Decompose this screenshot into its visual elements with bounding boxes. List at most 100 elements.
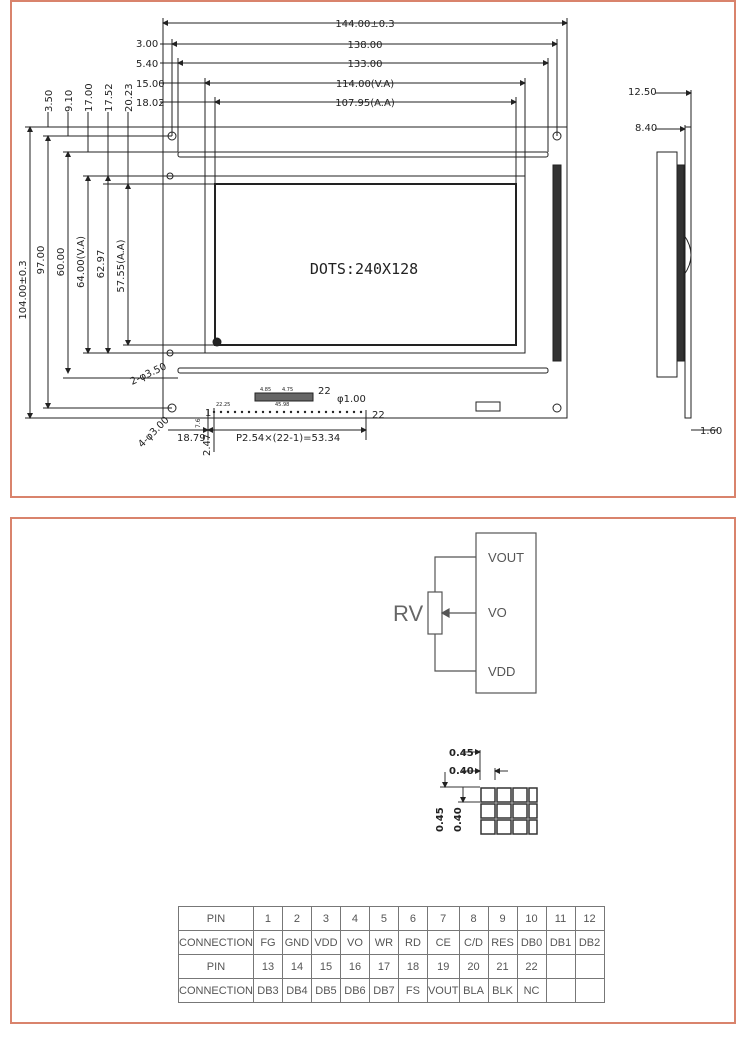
table-cell: 18	[397, 954, 428, 979]
table-cell: DB5	[310, 978, 341, 1003]
active-area	[214, 183, 517, 346]
dim-text: 1	[205, 408, 211, 419]
dim-text: 64.00(V.A)	[76, 236, 87, 288]
table-cell: 15	[310, 954, 341, 979]
dim-text: 12.50	[628, 87, 657, 98]
dim-text: 1.60	[700, 426, 722, 437]
dim-text: 57.55(A.A)	[116, 239, 127, 292]
table-cell: C/D	[458, 930, 489, 955]
table-cell: DB1	[545, 930, 576, 955]
dim-text: 60.00	[56, 248, 67, 277]
dim-text: 22.25	[216, 402, 230, 408]
table-row: PIN 13 14 15 16 17 18 19 20 21 22	[178, 954, 605, 979]
table-cell	[545, 978, 576, 1003]
table-cell: RD	[397, 930, 428, 955]
dim-text: 133.00	[348, 59, 383, 70]
dim-text: 2-φ3.50	[129, 361, 169, 387]
dim-text: 138.00	[348, 40, 383, 51]
table-cell: DB2	[574, 930, 605, 955]
table-cell: CONNECTION	[178, 978, 254, 1003]
side-profile	[656, 151, 678, 378]
dim-text: 8.40	[635, 123, 657, 134]
dim-text: 4.85	[260, 387, 271, 393]
component	[475, 401, 501, 412]
pin-label-vdd: VDD	[488, 664, 515, 679]
contrast-circuit	[427, 532, 537, 694]
table-cell: DB3	[252, 978, 283, 1003]
table-cell: 3	[310, 906, 341, 931]
table-cell: WR	[368, 930, 399, 955]
table-row: CONNECTION DB3 DB4 DB5 DB6 DB7 FS VOUT B…	[178, 978, 605, 1003]
table-cell: 16	[339, 954, 370, 979]
table-row: CONNECTION FG GND VDD VO WR RD CE C/D RE…	[178, 930, 605, 955]
table-cell: FS	[397, 978, 428, 1003]
pin-assignment-table: PIN 1 2 3 4 5 6 7 8 9 10 11 12 CONNECTIO…	[178, 906, 605, 1003]
table-cell: 8	[458, 906, 489, 931]
dim-text: 62.97	[96, 250, 107, 279]
table-cell	[574, 978, 605, 1003]
dim-text: 18.02	[136, 98, 165, 109]
table-cell: 7	[426, 906, 460, 931]
table-cell: 9	[487, 906, 518, 931]
module-outline	[162, 126, 568, 419]
led-strip	[552, 164, 562, 362]
dim-text: 7.6	[195, 418, 202, 428]
connector	[254, 392, 314, 402]
dim-text: 15.00	[136, 79, 165, 90]
dot-dim: 0.40	[453, 807, 464, 832]
table-cell: 13	[252, 954, 283, 979]
table-cell: VDD	[310, 930, 341, 955]
dim-text: 22	[372, 410, 385, 421]
table-cell	[574, 954, 605, 979]
table-cell: 12	[574, 906, 605, 931]
table-cell: 5	[368, 906, 399, 931]
dim-text: P2.54×(22-1)=53.34	[236, 433, 340, 444]
table-cell: 2	[281, 906, 312, 931]
table-cell: 1	[252, 906, 283, 931]
dim-text: 144.00±0.3	[335, 19, 394, 30]
dim-text: 9.10	[64, 90, 75, 112]
dim-text: 17.00	[84, 83, 95, 112]
table-cell: 6	[397, 906, 428, 931]
table-cell: 20	[458, 954, 489, 979]
view-area	[204, 175, 526, 354]
bezel-rail-bottom	[177, 367, 549, 374]
table-cell	[545, 954, 576, 979]
dot-pitch-grid	[440, 749, 508, 803]
table-cell: DB6	[339, 978, 370, 1003]
table-cell: PIN	[178, 906, 254, 931]
dot-dim: 0.40	[449, 766, 474, 777]
dim-text: 45.98	[275, 402, 289, 408]
dim-text: 107.95(A.A)	[335, 98, 395, 109]
table-cell: 10	[516, 906, 547, 931]
table-cell: GND	[281, 930, 312, 955]
table-cell: VO	[339, 930, 370, 955]
table-cell: 11	[545, 906, 576, 931]
table-cell: NC	[516, 978, 547, 1003]
dim-text: 4-φ3.00	[136, 415, 171, 450]
table-cell: CONNECTION	[178, 930, 254, 955]
table-cell: PIN	[178, 954, 254, 979]
table-cell: BLK	[487, 978, 518, 1003]
rv-label: RV	[393, 601, 423, 626]
pin-label-vout: VOUT	[488, 550, 524, 565]
table-cell: 4	[339, 906, 370, 931]
dim-text: 3.00	[136, 39, 158, 50]
table-cell: 21	[487, 954, 518, 979]
bezel-rail-top	[177, 151, 549, 158]
table-cell: 19	[426, 954, 460, 979]
table-cell: DB4	[281, 978, 312, 1003]
dim-text: φ1.00	[337, 394, 366, 405]
dim-text: 4.75	[282, 387, 293, 393]
dim-text: 114.00(V.A)	[336, 79, 394, 90]
pin-row	[212, 410, 363, 414]
table-row: PIN 1 2 3 4 5 6 7 8 9 10 11 12	[178, 906, 605, 931]
dot-dim: 0.45	[435, 807, 446, 832]
table-cell: BLA	[458, 978, 489, 1003]
dim-text: 3.50	[44, 90, 55, 112]
dim-text: 17.52	[104, 83, 115, 112]
dim-text: 20.23	[124, 83, 135, 112]
table-cell: 22	[516, 954, 547, 979]
table-cell: 17	[368, 954, 399, 979]
